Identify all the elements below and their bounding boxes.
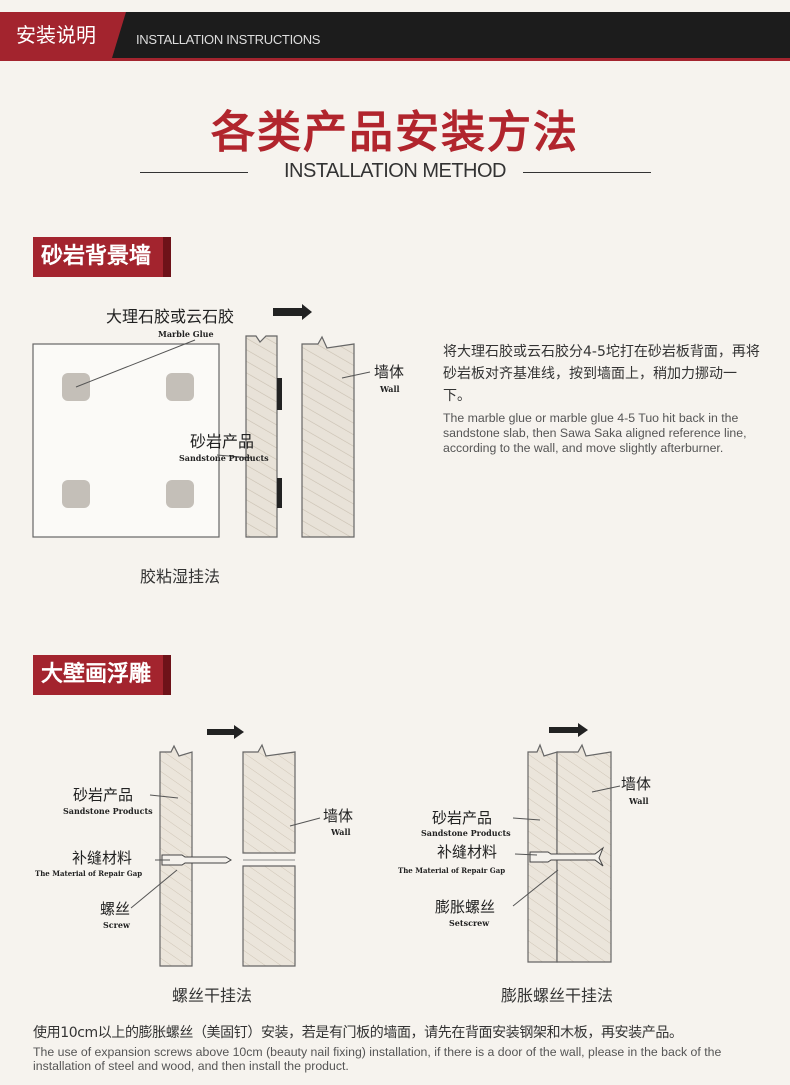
wall-label-zh: 墙体 <box>323 807 353 825</box>
product-label-en: Sandstone Products <box>179 453 269 463</box>
product-label-zh: 砂岩产品 <box>190 432 254 451</box>
sandstone-slab-side <box>245 335 278 538</box>
diagram-screw-method: 砂岩产品 Sandstone Products 补缝材料 The Materia… <box>35 725 353 967</box>
wall-label-en: Wall <box>379 384 400 394</box>
wall-label-en: Wall <box>330 827 351 837</box>
gap-label-en: The Material of Repair Gap <box>35 869 142 878</box>
leader-line <box>149 794 179 799</box>
header-slash <box>112 12 126 58</box>
header-title-zh: 安装说明 <box>0 12 112 58</box>
glue-leader-line <box>75 339 196 388</box>
footer-note-en: The use of expansion screws above 10cm (… <box>33 1045 722 1073</box>
caption-setscrew-method: 膨胀螺丝干挂法 <box>501 986 614 1005</box>
glue-label-zh: 大理石胶或云石胶 <box>106 307 234 326</box>
wall-block-lower <box>242 865 296 967</box>
header-bar: 安装说明 INSTALLATION INSTRUCTIONS <box>0 12 790 61</box>
screw-icon <box>161 854 232 866</box>
gap-label-en: The Material of Repair Gap <box>398 866 505 875</box>
arrow-right-icon <box>549 723 588 737</box>
arrow-right-icon <box>207 725 244 739</box>
section1-description: 将大理石胶或云石胶分4-5坨打在砂岩板背面，再将砂岩板对齐基准线，按到墙面上，稍… <box>443 341 763 456</box>
screw-label-zh: 膨胀螺丝 <box>435 898 495 916</box>
diagram-setscrew-method: 砂岩产品 Sandstone Products 补缝材料 The Materia… <box>398 723 651 963</box>
product-leader-line <box>216 454 253 459</box>
footer-note-zh: 使用10cm以上的膨胀螺丝（美固钉）安装，若是有门板的墙面，请先在背面安装钢架和… <box>33 1025 683 1041</box>
title-rule-right <box>523 172 651 173</box>
header-title-en: INSTALLATION INSTRUCTIONS <box>136 32 321 47</box>
screw-label-en: Setscrew <box>449 918 490 928</box>
page-title: 各类产品安装方法 <box>211 107 579 158</box>
wall-leader-line <box>341 371 371 379</box>
wall-label-en: Wall <box>628 796 649 806</box>
title-rule-left <box>140 172 248 173</box>
wall-block-upper <box>242 743 296 854</box>
glue-dab <box>62 480 90 508</box>
product-label-en: Sandstone Products <box>421 828 511 838</box>
description-zh: 将大理石胶或云石胶分4-5坨打在砂岩板背面，再将砂岩板对齐基准线，按到墙面上，稍… <box>443 344 760 404</box>
gap-label-zh: 补缝材料 <box>437 843 497 861</box>
wall-block <box>301 335 355 538</box>
diagram-glue-method: 大理石胶或云石胶 Marble Glue 砂岩产品 Sandstone Prod… <box>32 304 404 538</box>
caption-screw-method: 螺丝干挂法 <box>172 986 253 1005</box>
caption-glue-method: 胶粘湿挂法 <box>140 567 221 586</box>
glue-dab <box>166 480 194 508</box>
gap-label-zh: 补缝材料 <box>72 849 132 867</box>
footer-note: 使用10cm以上的膨胀螺丝（美固钉）安装，若是有门板的墙面，请先在背面安装钢架和… <box>33 1023 773 1073</box>
setscrew-icon <box>529 846 605 867</box>
product-label-en: Sandstone Products <box>63 806 153 816</box>
glue-label-en: Marble Glue <box>158 329 214 339</box>
section1-heading: 砂岩背景墙 <box>33 237 172 277</box>
glue-blob <box>277 378 282 410</box>
arrow-right-icon <box>273 304 312 320</box>
page-subtitle: INSTALLATION METHOD <box>283 160 507 182</box>
wall-label-zh: 墙体 <box>374 363 404 381</box>
product-label-zh: 砂岩产品 <box>73 786 133 804</box>
section2-heading: 大壁画浮雕 <box>33 655 172 695</box>
leader-line <box>591 785 621 793</box>
wall-label-zh: 墙体 <box>621 775 651 793</box>
description-en: The marble glue or marble glue 4-5 Tuo h… <box>443 411 747 455</box>
leader-line <box>512 869 559 907</box>
screw-label-zh: 螺丝 <box>100 900 130 918</box>
leader-line <box>514 853 538 856</box>
screw-label-en: Screw <box>103 920 131 930</box>
leader-line <box>512 817 541 821</box>
leader-line <box>289 817 321 827</box>
glue-dab <box>166 373 194 401</box>
leader-line <box>130 869 178 909</box>
glue-blob <box>277 478 282 508</box>
product-label-zh: 砂岩产品 <box>432 809 492 827</box>
